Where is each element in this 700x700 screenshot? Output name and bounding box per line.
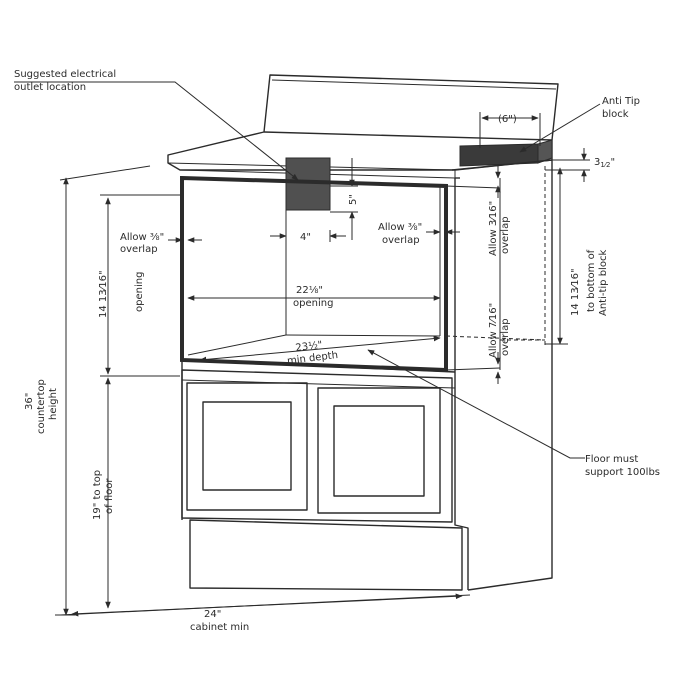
floor-support-line2: support 100lbs — [585, 467, 660, 478]
floor-support-line1: Floor must — [585, 454, 638, 465]
opening-frame — [180, 175, 501, 373]
anti-tip-dim-label: 14 13⁄16" to bottom of Anti-tip block — [570, 249, 609, 316]
allow-left-line1: Allow ⅜" — [120, 232, 164, 243]
allow-right-bot-line2: overlap — [500, 318, 511, 356]
dim-anti-tip-height — [545, 167, 568, 345]
allow-right-top-label: Allow 3⁄16" overlap — [488, 201, 511, 256]
cabinet-width-line2: cabinet min — [190, 622, 249, 633]
allow-right-bot-line1: Allow 7⁄16" — [488, 303, 499, 358]
width-opening-line2: opening — [293, 298, 333, 309]
three-half-label: 31⁄2" — [594, 157, 615, 169]
depth-label: 23½" min depth — [286, 339, 338, 367]
countertop-line2: countertop — [36, 379, 47, 434]
dim-three-half — [545, 148, 590, 182]
allow-mid-line2: overlap — [382, 235, 420, 246]
dim-cabinet-width — [59, 593, 471, 617]
dim-opening-height — [100, 194, 180, 377]
outlet-label-line2: outlet location — [14, 82, 86, 93]
six-inch-label: (6") — [498, 114, 517, 125]
three-half-whole: 3 — [594, 157, 600, 168]
allow-right-top-line1: Allow 3⁄16" — [488, 201, 499, 256]
opening-height-line1: 14 13⁄16" — [98, 270, 109, 318]
floor-height-label: 19" to top of floor — [92, 470, 115, 520]
outlet-label-line1: Suggested electrical — [14, 69, 116, 80]
allow-right-top-line2: overlap — [500, 216, 511, 254]
three-half-quote: " — [610, 157, 615, 168]
allow-left-line2: overlap — [120, 244, 158, 255]
leader-anti-tip — [519, 103, 601, 153]
cabinet-door-left — [186, 382, 308, 511]
countertop-line1: 36" — [24, 393, 35, 410]
backsplash — [263, 74, 559, 141]
countertop-height-label: 36" countertop height — [24, 379, 59, 434]
anti-tip-label-line1: Anti Tip — [602, 96, 640, 107]
dim-depth — [199, 335, 441, 363]
dim-five-inch — [330, 158, 358, 240]
leader-outlet — [14, 81, 299, 181]
floor-line2: of floor — [104, 478, 115, 514]
dim-four-inch — [270, 230, 346, 242]
allow-right-bot-label: Allow 7⁄16" overlap — [488, 303, 511, 358]
anti-tip-dim-line2: to bottom of — [586, 249, 597, 312]
anti-tip-dim-line3: Anti-tip block — [598, 250, 609, 316]
three-half-fraction: 1⁄2 — [600, 161, 610, 169]
leader-floor — [367, 349, 585, 459]
opening-height-line2: opening — [134, 272, 145, 312]
anti-tip-dim-line1: 14 13⁄16" — [570, 268, 581, 316]
floor-line1: 19" to top — [92, 470, 103, 520]
countertop-line3: height — [48, 388, 59, 420]
toe-kick — [189, 519, 463, 591]
four-inch-label: 4" — [300, 232, 311, 243]
depth-line1: 23½" — [295, 339, 323, 354]
allow-mid-line1: Allow ⅜" — [378, 222, 422, 233]
opening-height-label: 14 13⁄16" opening — [98, 270, 145, 318]
five-inch-label: 5" — [348, 194, 359, 205]
width-opening-line1: 22⅛" — [296, 285, 323, 296]
anti-tip-block — [459, 139, 553, 167]
cabinet-width-line1: 24" — [204, 609, 221, 620]
anti-tip-label-line2: block — [602, 109, 629, 120]
cabinet-door-right — [317, 387, 441, 514]
